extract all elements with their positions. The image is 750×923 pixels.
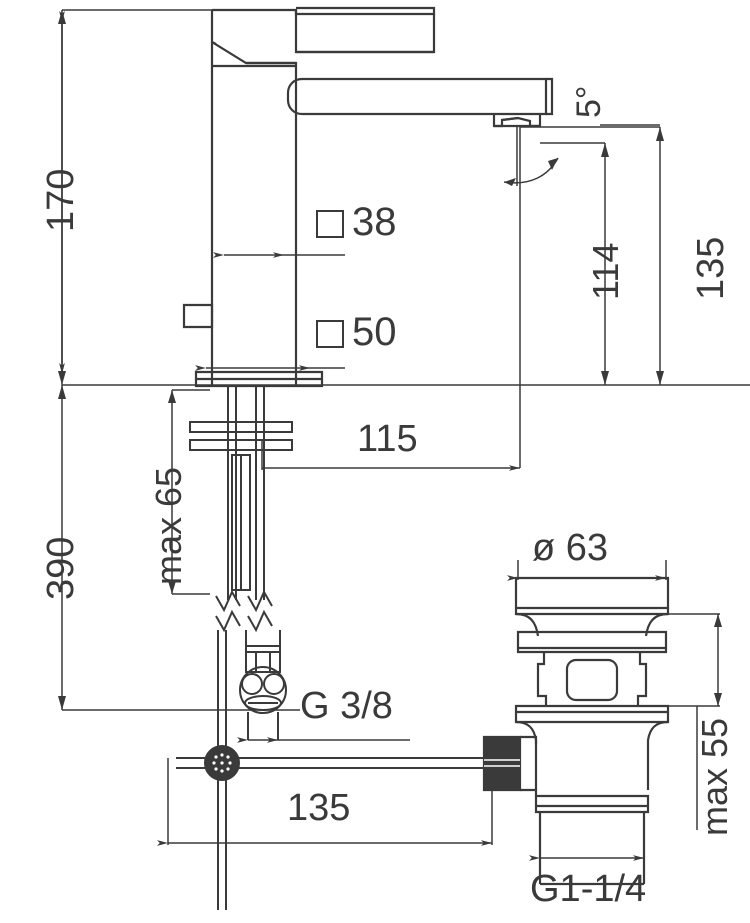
dimension-label-d63: ø 63 [532, 527, 609, 569]
dimension-g114 [529, 812, 645, 861]
dimension-label-max-65: max 65 [148, 466, 189, 585]
dimension-d63 [507, 560, 667, 581]
dimension-max-65 [168, 389, 210, 595]
dimension-135-top [656, 127, 664, 385]
pop-up-waste [482, 576, 670, 886]
dimension-label-38: 38 [352, 200, 397, 244]
dimension-label-170: 170 [40, 168, 82, 232]
dimension-label-115: 115 [357, 418, 418, 460]
base-escutcheon [194, 370, 324, 388]
dimension-label-114: 114 [585, 242, 626, 300]
dimension-label-g114: G1-1/4 [530, 868, 647, 910]
dimension-label-50: 50 [352, 310, 397, 354]
dimension-label-135-top: 135 [690, 236, 732, 300]
dimension-114 [601, 143, 609, 385]
dimension-115 [261, 126, 521, 471]
faucet-body [182, 6, 554, 385]
dimension-label-angle-5: 5° [570, 85, 608, 118]
square-symbol-50 [316, 320, 344, 348]
pull-rod [176, 740, 488, 910]
dimension-label-g38: G 3/8 [300, 685, 393, 727]
dimension-max-55 [668, 613, 722, 830]
dimension-angle-5 [503, 124, 660, 186]
dimension-label-max-55: max 55 [694, 717, 735, 836]
dimension-label-390: 390 [40, 536, 82, 600]
square-symbol-38 [316, 210, 344, 238]
break-lines [215, 589, 273, 633]
shank-assembly [189, 386, 293, 600]
extension-lines [62, 9, 750, 711]
dimension-label-135-bottom: 135 [287, 787, 351, 829]
dimension-135-bottom [157, 758, 493, 846]
